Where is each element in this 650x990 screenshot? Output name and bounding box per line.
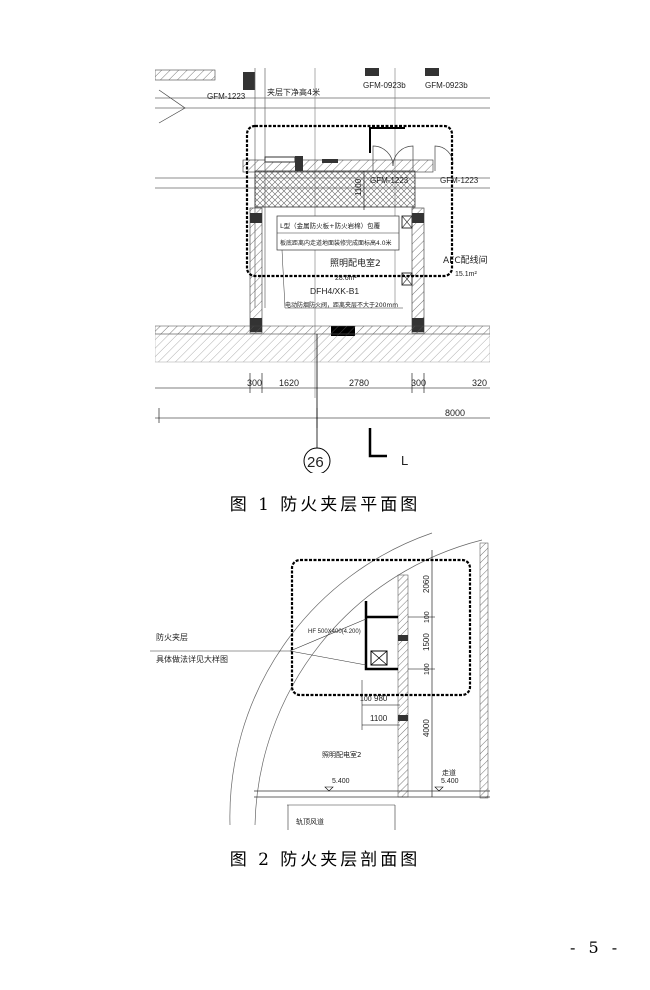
section-drawing-svg: 防火夹层 具体做法详见大样图 HF 500X400(4.200) 2060 10… [150,532,490,830]
figure-1-caption: 图 1 防火夹层平面图 [229,495,421,515]
figure-1-plan-drawing: GFM-1223 夹层下净高4米 GFM-0923b GFM-0923b GFM… [154,68,491,475]
room-name: 照明配电室2 [322,750,361,759]
damper-note: 电动防烟防火阀，距离夹层不大于200mm [285,301,398,309]
dimension-label: 300 [411,378,426,388]
dimension-label: 1500 [422,633,431,651]
grid-axis-label: 26 [307,454,324,471]
dimension-label: 300 [247,378,262,388]
door-label: GFM-1223 [440,176,479,185]
dimension-label: 1100 [370,714,388,723]
rail-duct-label: 轨顶风道 [296,817,324,826]
door-label: GFM-0923b [425,81,468,90]
room-name: 照明配电室2 [330,257,381,269]
dimension-label: 100 [360,696,372,703]
note-line-2: 板底距离内走道地面装修完成面标高4.0米 [280,239,392,247]
note-line-1: L型（金属防火板+防火岩棉）包覆 [280,221,381,230]
level-label: 5.400 [441,778,459,785]
door-label: GFM-1223 [207,92,246,101]
dimension-label: 1100 [354,178,363,196]
dimension-total: 8000 [445,408,465,418]
dimension-label: 4000 [422,719,431,737]
dimension-label: 100 [424,611,431,623]
callout-line-1: 防火夹层 [156,632,188,642]
plan-drawing-svg: GFM-1223 夹层下净高4米 GFM-0923b GFM-0923b GFM… [154,68,491,475]
page-number: - 5 - [570,938,622,957]
dimension-label: 1620 [279,378,299,388]
duct-label: HF 500X400(4.200) [308,629,361,635]
afc-room-area: 15.1m² [455,271,477,278]
corridor-label: 走道 [442,768,456,777]
dimension-label: 100 [424,663,431,675]
section-mark: L [401,453,408,468]
callout-line-2: 具体做法详见大样图 [156,654,228,664]
door-label: GFM-1223 [370,176,409,185]
dimension-label: 320 [472,378,487,388]
dimension-label: 980 [374,694,388,703]
door-label: GFM-0923b [363,81,406,90]
figure-2-caption: 图 2 防火夹层剖面图 [229,850,421,870]
clear-height-label: 夹层下净高4米 [267,87,320,97]
afc-room-name: AFC配线间 [443,254,488,266]
damper-code: DFH4/XK-B1 [310,286,359,296]
dimension-label: 2780 [349,378,369,388]
dimension-label: 2060 [422,575,431,593]
figure-2-section-drawing: 防火夹层 具体做法详见大样图 HF 500X400(4.200) 2060 10… [150,525,490,830]
level-label: 5.400 [332,778,350,785]
room-area: 28.6m² [335,275,357,282]
